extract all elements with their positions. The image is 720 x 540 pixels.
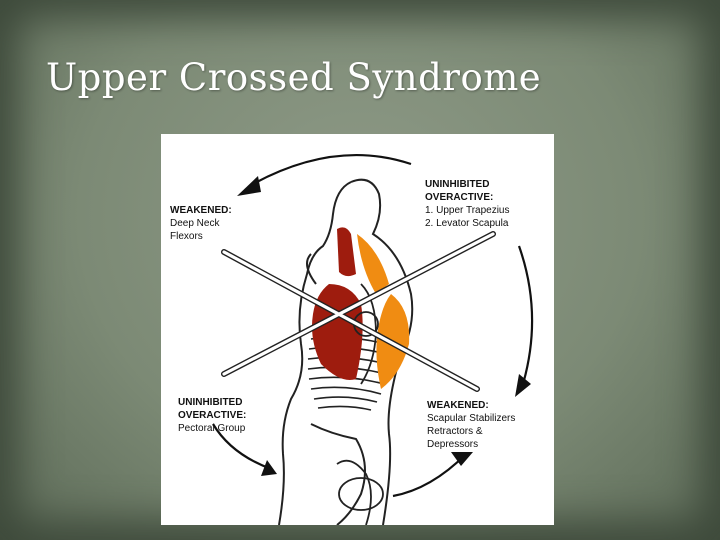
arrow-right bbox=[517, 245, 534, 385]
neck-detail bbox=[306, 253, 317, 285]
arrow-top bbox=[252, 154, 412, 185]
label-line: Deep Neck bbox=[170, 218, 220, 229]
back-contour bbox=[350, 178, 414, 525]
label-line: Retractors & bbox=[427, 426, 483, 437]
pelvis-contour bbox=[310, 423, 366, 525]
upper-crossed-syndrome-figure: WEAKENED: Deep Neck Flexors UNINHIBITED … bbox=[161, 134, 554, 525]
label-line: Depressors bbox=[427, 439, 479, 450]
label-heading: OVERACTIVE: bbox=[425, 192, 494, 203]
label-heading: WEAKENED: bbox=[170, 205, 232, 216]
levator-scapula-muscle bbox=[337, 227, 356, 277]
slide-title: Upper Crossed Syndrome bbox=[46, 56, 542, 99]
label-line: Flexors bbox=[170, 231, 203, 242]
arrowhead-right bbox=[515, 374, 531, 397]
arrow-bottom-right bbox=[392, 453, 467, 498]
body-outline bbox=[278, 178, 414, 525]
label-item: Pectoral Group bbox=[178, 423, 246, 434]
label-heading: UNINHIBITED bbox=[425, 179, 490, 190]
label-weakened-scapular: WEAKENED: Scapular Stabilizers Retractor… bbox=[427, 399, 515, 451]
pectoral-muscle bbox=[312, 284, 363, 380]
cross-lines-inner bbox=[222, 232, 495, 391]
label-heading: OVERACTIVE: bbox=[178, 410, 247, 421]
arrowhead-bottom-left bbox=[261, 460, 277, 476]
arrowhead-bottom-right bbox=[451, 452, 473, 466]
front-contour bbox=[278, 181, 352, 525]
label-item: 1. Upper Trapezius bbox=[425, 205, 510, 216]
label-heading: WEAKENED: bbox=[427, 400, 489, 411]
arrowhead-top bbox=[237, 176, 261, 196]
upper-trapezius-muscle bbox=[357, 234, 389, 294]
label-item: 2. Levator Scapula bbox=[425, 218, 509, 229]
hip-joint bbox=[338, 477, 384, 511]
arrow-bottom-left bbox=[212, 423, 272, 471]
label-line: Scapular Stabilizers bbox=[427, 413, 516, 424]
label-overactive-pectoral: UNINHIBITED OVERACTIVE: Pectoral Group bbox=[178, 396, 246, 435]
arrowheads bbox=[237, 176, 531, 476]
label-heading: UNINHIBITED bbox=[178, 397, 243, 408]
label-overactive-trapezius: UNINHIBITED OVERACTIVE: 1. Upper Trapezi… bbox=[425, 178, 510, 230]
anatomy-illustration bbox=[212, 154, 534, 525]
label-weakened-neck-flexors: WEAKENED: Deep Neck Flexors bbox=[170, 204, 232, 243]
